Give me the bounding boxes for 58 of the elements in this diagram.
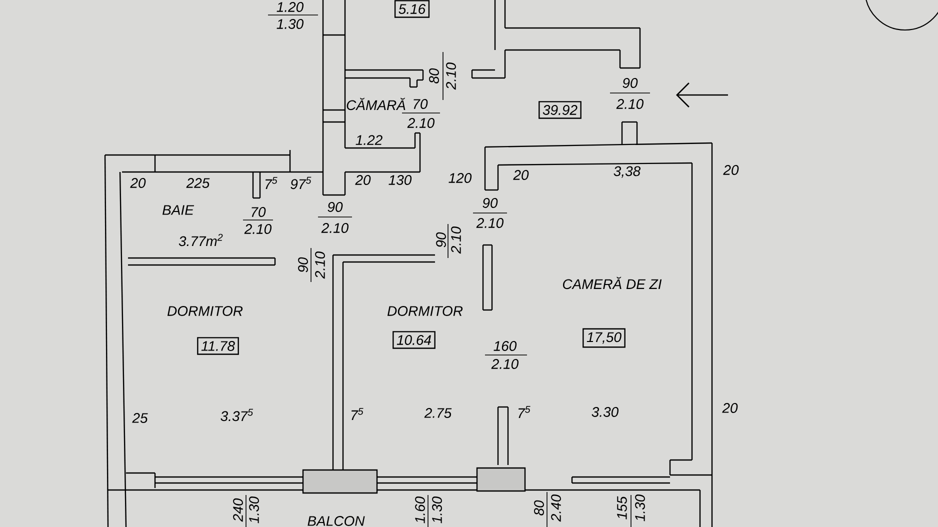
dimension-label: 2.10 bbox=[321, 223, 349, 233]
room-name: CĂMARĂ bbox=[346, 98, 406, 110]
room-name: BAIE bbox=[162, 205, 194, 215]
dimension-label: 2.75 bbox=[424, 408, 452, 418]
dimension-label: 2.10 bbox=[446, 62, 456, 90]
area-box: 17,50 bbox=[582, 328, 626, 348]
dimension-label: 70 bbox=[414, 99, 428, 109]
room-name: DORMITOR bbox=[387, 306, 463, 316]
dimension-label: 1.20 bbox=[276, 2, 304, 12]
dimension-label: 2.10 bbox=[315, 251, 325, 279]
area-label: 3.77m$^{2}$ bbox=[178, 234, 223, 246]
dimension-label: 20 bbox=[513, 170, 529, 180]
room-name: DORMITOR bbox=[167, 306, 243, 316]
dimension-label: 7$^{5}$ bbox=[518, 406, 530, 418]
dimension-label: 130 bbox=[388, 175, 412, 185]
dimension-label: 2.10 bbox=[407, 118, 435, 128]
dimension-label: 2.10 bbox=[244, 224, 272, 234]
dimension-label: 1.30 bbox=[276, 19, 304, 29]
dimension-label: 90 bbox=[622, 78, 638, 88]
dimension-label: 97$^{5}$ bbox=[290, 176, 312, 190]
dimension-label: 2.10 bbox=[491, 359, 519, 369]
dimension-label: 1.60 bbox=[415, 496, 425, 524]
area-box: 5.16 bbox=[394, 0, 430, 18]
dimension-label: 2.10 bbox=[616, 99, 644, 109]
dimension-label: 80 bbox=[534, 500, 544, 516]
dimension-label: 1.30 bbox=[432, 496, 442, 524]
room-name: CAMERĂ DE ZI bbox=[563, 276, 662, 290]
dimension-label: 80 bbox=[429, 68, 439, 84]
dimension-label: 1.30 bbox=[635, 494, 645, 522]
area-box: 39.92 bbox=[538, 101, 582, 119]
dimension-label: 7$^{5}$ bbox=[352, 408, 364, 420]
dimension-label: 70 bbox=[252, 207, 266, 217]
room-name: BALCON bbox=[308, 516, 365, 526]
dimension-label: 2.10 bbox=[476, 218, 504, 228]
dimension-label: 25 bbox=[132, 413, 148, 423]
dimension-label: 20 bbox=[130, 178, 146, 188]
dimension-label: 2.40 bbox=[551, 494, 561, 522]
dimension-label: 20 bbox=[355, 175, 371, 185]
dimension-label: 90 bbox=[482, 198, 498, 208]
dimension-label: 225 bbox=[186, 178, 210, 188]
area-box: 10.64 bbox=[392, 331, 436, 349]
dimension-label: 1.30 bbox=[249, 496, 259, 524]
area-box: 11.78 bbox=[197, 337, 239, 355]
dimension-label: 155 bbox=[617, 496, 627, 520]
dimension-label: 20 bbox=[722, 403, 738, 413]
dimension-label: 3.30 bbox=[592, 407, 619, 417]
dimension-label: 20 bbox=[723, 165, 739, 175]
dimension-label: 3.37$^{5}$ bbox=[220, 408, 254, 422]
dimension-label: 160 bbox=[494, 341, 517, 351]
dimension-label: 7$^{5}$ bbox=[266, 176, 278, 190]
dimension-label: 3,38 bbox=[614, 166, 641, 178]
dimension-label: 2.10 bbox=[451, 226, 461, 254]
dimension-label: 1.22 bbox=[356, 135, 382, 145]
dimension-label: 90 bbox=[328, 202, 343, 212]
dimension-label: 240 bbox=[233, 498, 243, 522]
dimension-label: 90 bbox=[436, 232, 446, 248]
dimension-label: 120 bbox=[448, 173, 472, 183]
dimension-label: 90 bbox=[298, 257, 308, 272]
